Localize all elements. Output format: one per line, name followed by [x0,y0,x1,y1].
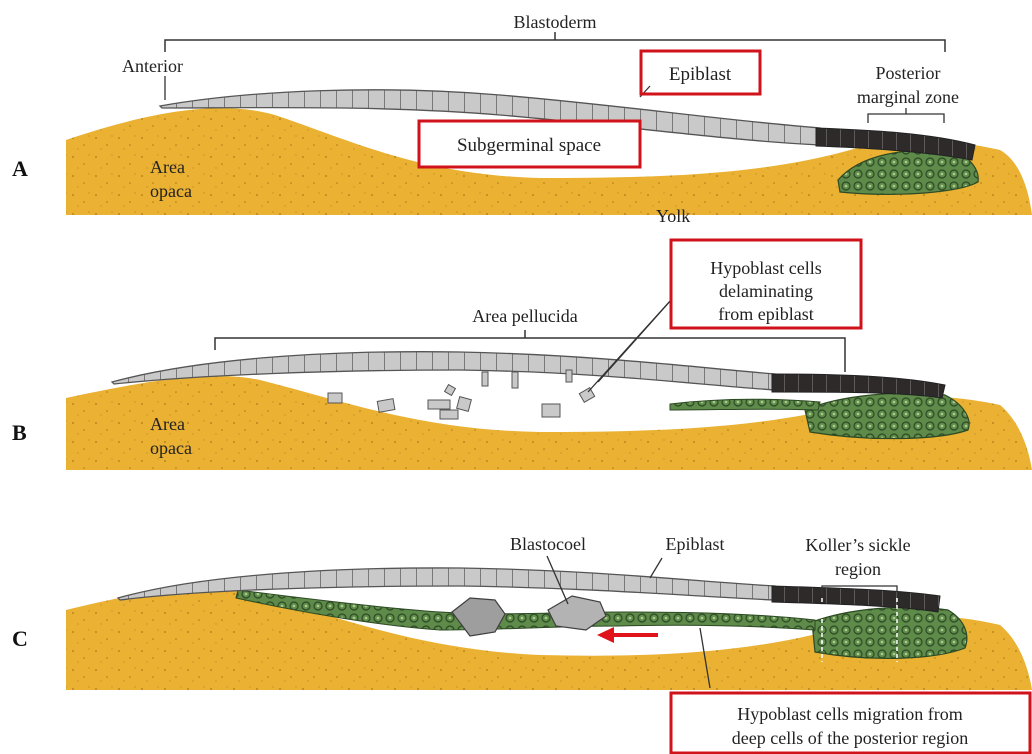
panel-letter-c: C [12,626,28,651]
delam-cell [512,372,518,388]
epiblast-label-c: Epiblast [666,534,725,554]
posterior-dark-b [772,374,945,398]
delam-cell [440,410,458,419]
delam-cell [482,372,488,386]
posterior-label-2: marginal zone [857,87,959,107]
hypo-delam-1: Hypoblast cells [710,258,821,278]
area-pellucida-label: Area pellucida [472,306,577,326]
blastoderm-bracket [165,40,945,52]
delam-cell [377,399,395,413]
posterior-green-c [812,607,967,658]
panel-b: Area pellucida Hypoblast cells delaminat… [12,240,1032,470]
epiblast-label-a: Epiblast [669,64,732,85]
hypoblast-strand-b [670,399,820,410]
hypo-delam-3: from epiblast [718,304,813,324]
anterior-label: Anterior [122,56,183,76]
blastoderm-label: Blastoderm [514,12,597,32]
delam-cell [542,404,560,417]
koller-label-1: Koller’s sickle [805,535,910,555]
panel-c: Blastocoel Epiblast Koller’s sickle regi… [12,534,1032,753]
posterior-label-1: Posterior [876,63,941,83]
panel-letter-a: A [12,156,28,181]
migration-arrow [597,627,658,643]
blastocoel-label: Blastocoel [510,534,586,554]
area-opaca-b-1: Area [150,414,185,434]
panel-letter-b: B [12,420,27,445]
delam-cell [566,370,572,382]
area-opaca-a-1: Area [150,157,185,177]
delam-cell [328,393,342,403]
subgerminal-label: Subgerminal space [457,135,601,156]
hypo-migr-1: Hypoblast cells migration from [737,704,962,724]
yolk-label: Yolk [656,206,690,226]
area-opaca-b-2: opaca [150,438,192,458]
area-opaca-a-2: opaca [150,181,192,201]
delam-cell [428,400,450,409]
panel-a: Blastoderm Anterior Epiblast Posterior m… [12,12,1032,226]
posterior-dark-c [772,586,940,612]
koller-label-2: region [835,559,881,579]
hypo-delam-2: delaminating [719,281,813,301]
delam-cell [445,385,456,396]
delam-cell [579,388,594,403]
delam-cell [457,397,472,412]
posterior-green-b [805,393,969,438]
hypo-migr-2: deep cells of the posterior region [732,728,968,748]
